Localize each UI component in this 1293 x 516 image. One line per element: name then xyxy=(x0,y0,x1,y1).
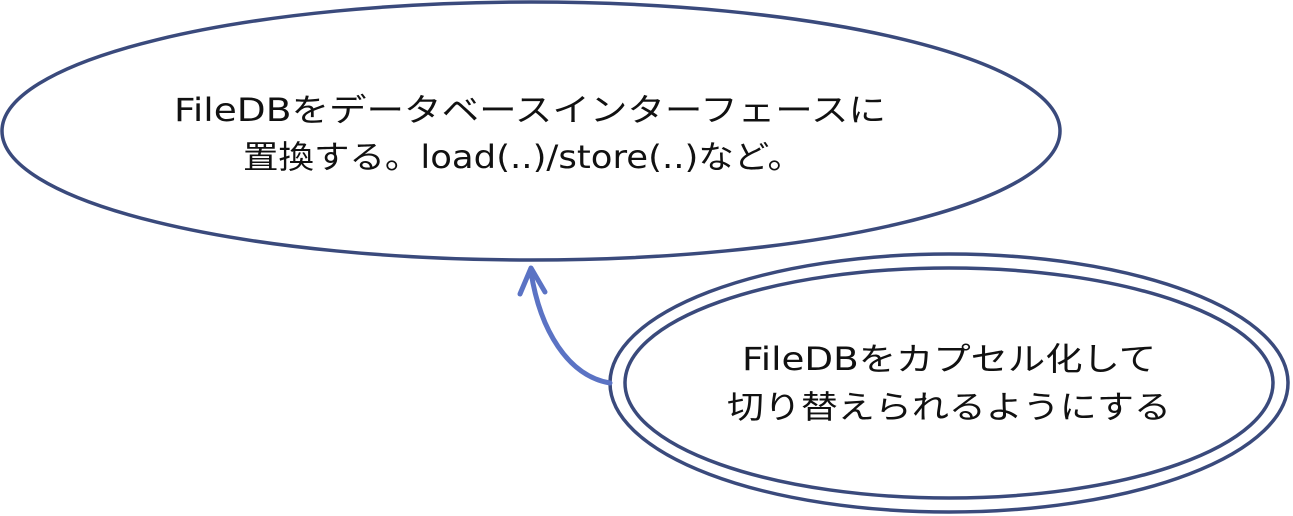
connector-arrow-head xyxy=(517,265,548,297)
top-node: FileDBをデータベースインターフェースに 置換する。load(..)/sto… xyxy=(0,0,1062,262)
top-node-line-1: FileDBをデータベースインターフェースに xyxy=(174,91,886,129)
bottom-node-inner-ellipse xyxy=(623,266,1275,500)
bottom-node-line-2: 切り替えられるようにする xyxy=(727,388,1171,426)
connector-arrow-line xyxy=(528,269,613,386)
top-node-ellipse xyxy=(0,0,1062,262)
top-node-line-2: 置換する。load(..)/store(..)など。 xyxy=(243,138,803,176)
bottom-node: FileDBをカプセル化して 切り替えられるようにする xyxy=(608,252,1290,514)
bottom-node-line-1: FileDBをカプセル化して xyxy=(742,340,1156,378)
connector-arrow xyxy=(517,265,613,386)
